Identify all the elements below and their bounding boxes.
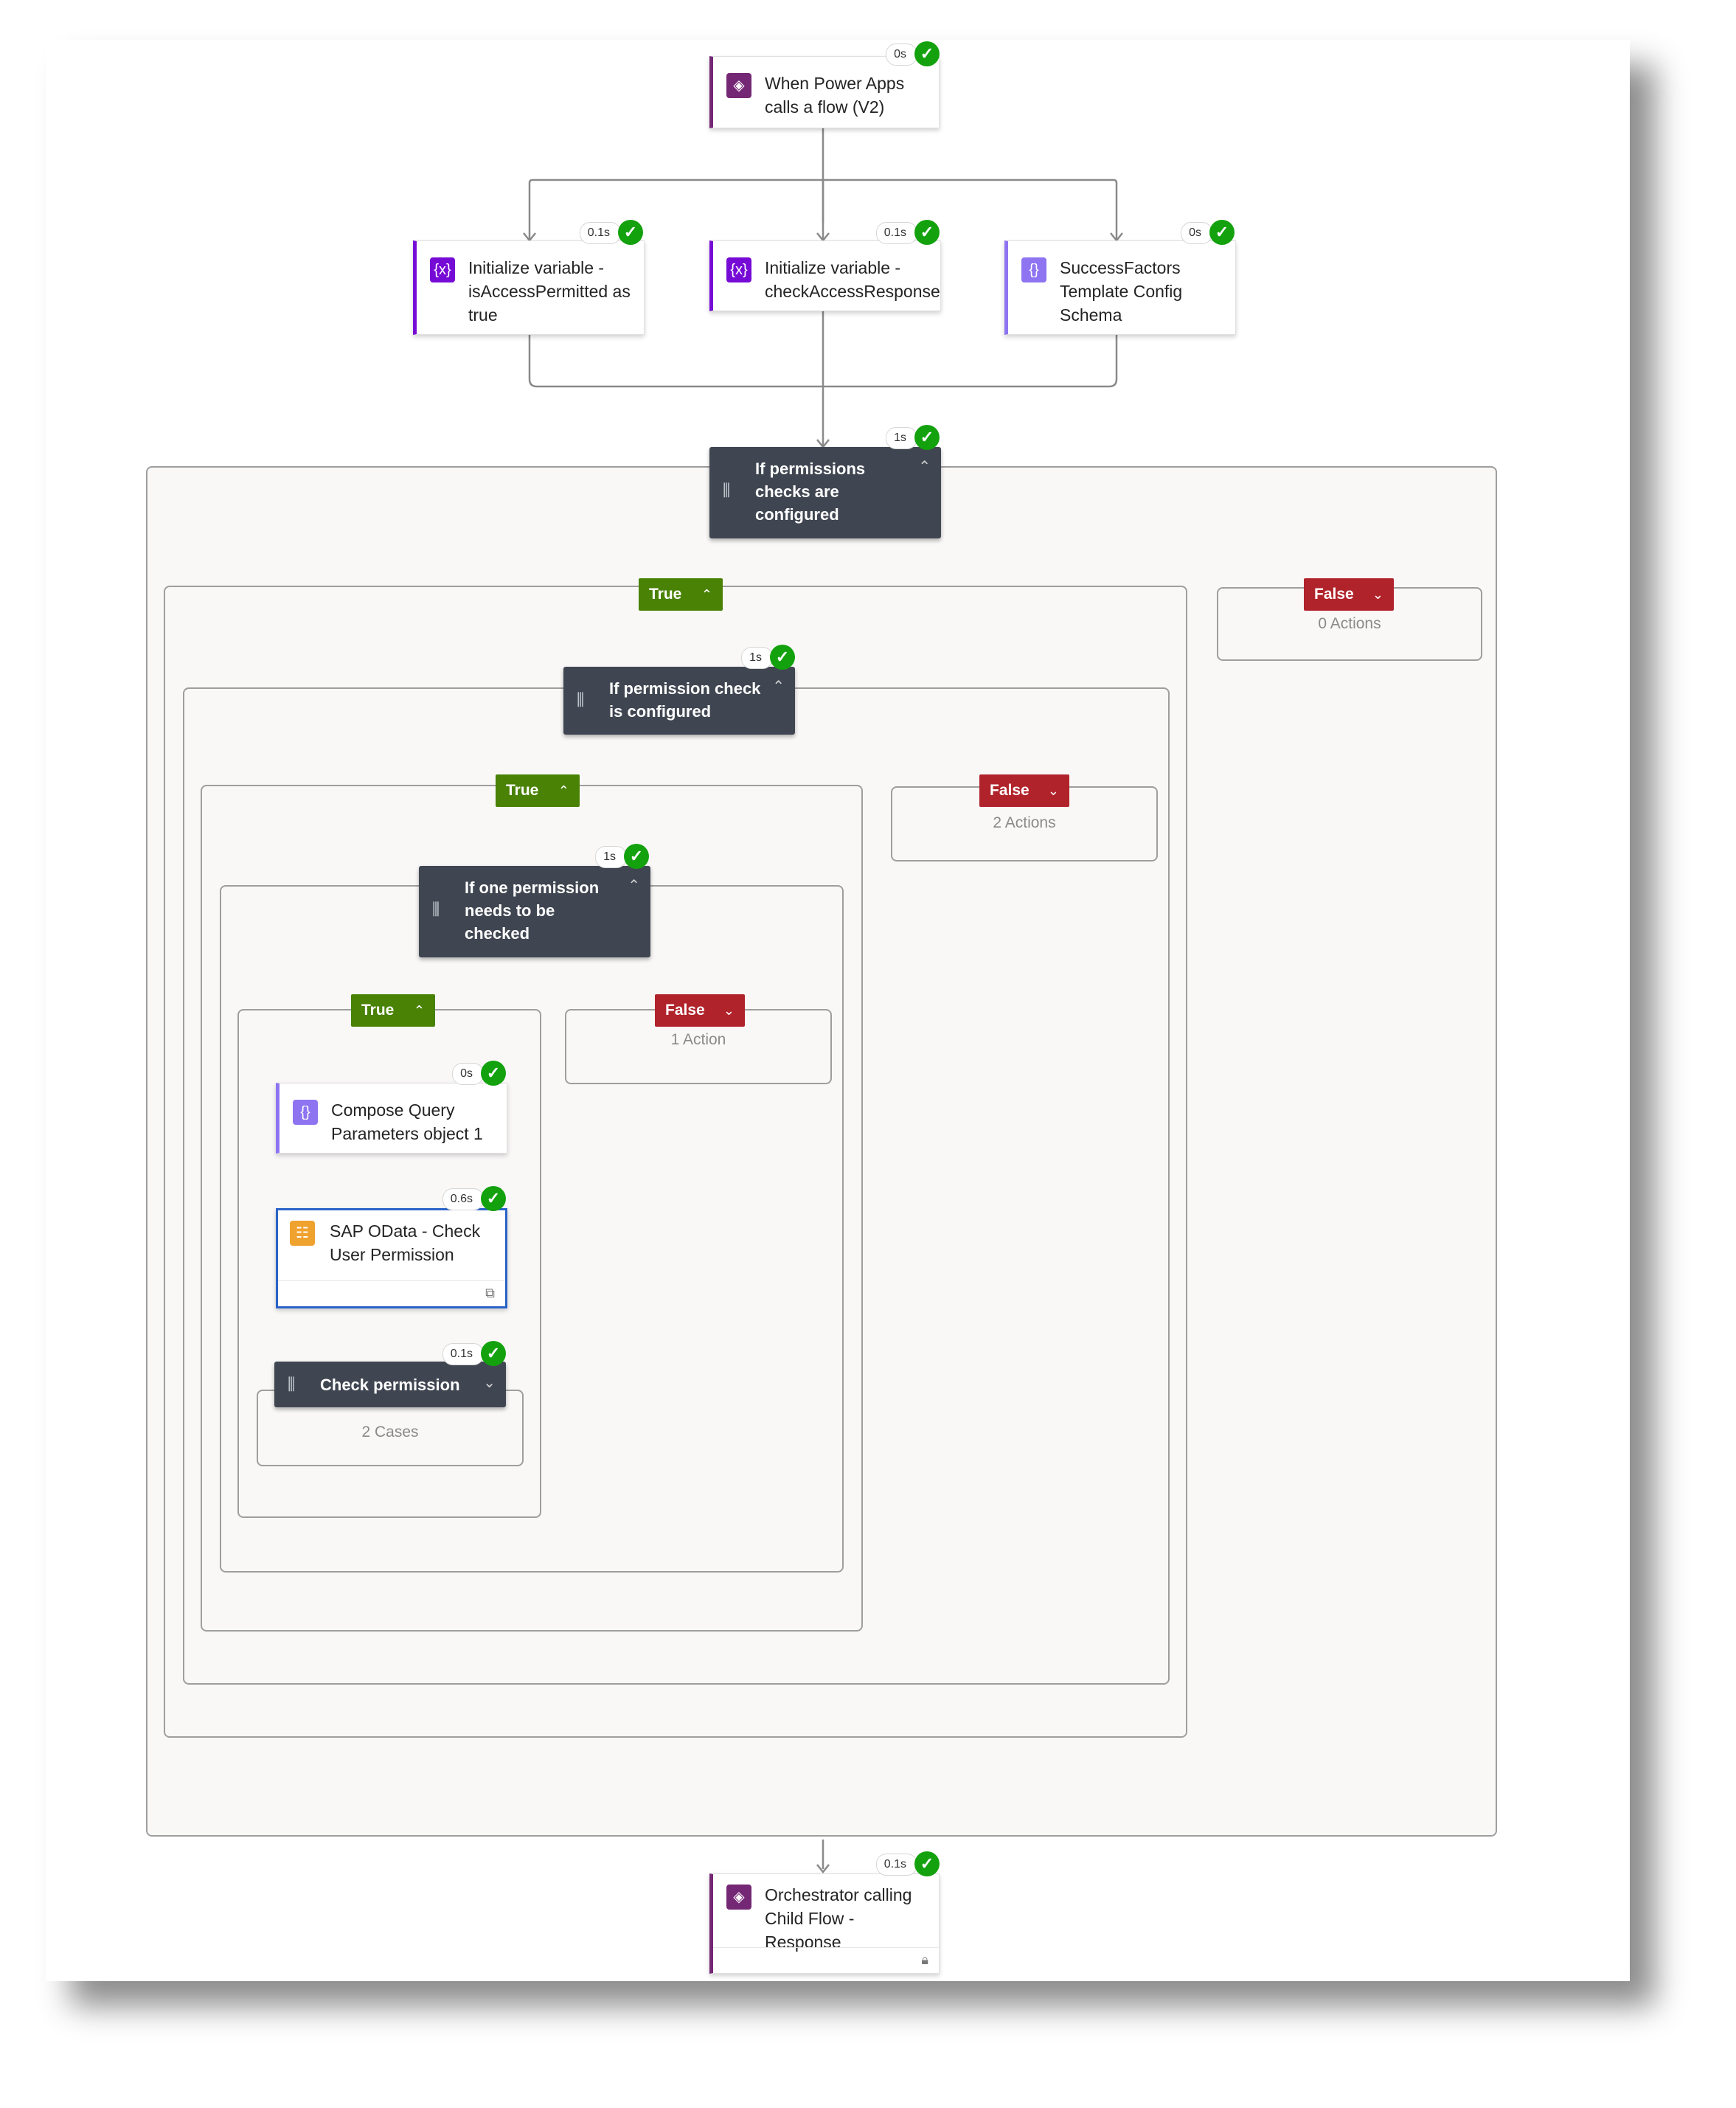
success-check-icon: ✓ [914,220,940,245]
variable-icon: {x} [430,257,455,282]
expand-chevron-icon[interactable]: ⌄ [723,1003,735,1018]
branch-false-one[interactable]: False ⌄ [655,994,745,1027]
switch-check-status: 0.1s ✓ [423,1341,506,1366]
expand-chevron-icon[interactable]: ⌄ [1047,783,1059,798]
compose-icon: {} [293,1100,318,1125]
switch-case-count: 2 Cases [361,1424,419,1440]
condition-icon: ⫼ [723,481,731,499]
success-check-icon: ✓ [624,844,649,869]
success-check-icon: ✓ [481,1061,506,1086]
branch-true-permissions[interactable]: True ⌃ [639,578,723,611]
variable-icon: {x} [726,257,751,282]
switch-icon: ⫼ [288,1375,296,1393]
condition-icon: ⫼ [577,690,585,709]
lock-icon: 🔒︎ [921,1952,928,1967]
response-status: 0.1s ✓ [857,1851,940,1876]
sap-odata-icon: ☷ [290,1221,315,1246]
card-footer: ⧉ [278,1280,505,1306]
collapse-chevron-icon[interactable]: ⌃ [701,587,712,602]
success-check-icon: ✓ [1209,220,1235,245]
compose-query-card[interactable]: {} Compose Query Parameters object 1 [276,1083,507,1154]
init-check-status: 0.1s ✓ [857,220,940,245]
condition-one-status: 1s ✓ [566,844,649,869]
success-check-icon: ✓ [914,425,940,450]
branch-false-permissions[interactable]: False ⌄ [1304,578,1394,611]
condition-one-permission[interactable]: ⫼ If one permission needs to be checked … [419,866,650,957]
response-card[interactable]: ◈ Orchestrator calling Child Flow - Resp… [709,1873,940,1974]
collapse-chevron-icon[interactable]: ⌃ [413,1003,425,1018]
condition-permissions-checks[interactable]: ⫼ If permissions checks are configured ⌃ [709,447,941,538]
false-one-action-count: 1 Action [670,1031,726,1048]
sap-odata-card[interactable]: ☷ SAP OData - Check User Permission ⧉ [276,1208,507,1308]
init-access-status: 0.1s ✓ [560,220,643,245]
trigger-status: 0s ✓ [857,41,940,66]
flow-designer-canvas: ◈ When Power Apps calls a flow (V2) 0s ✓… [46,40,1630,1981]
compose-query-status: 0s ✓ [423,1061,506,1086]
compose-icon: {} [1021,257,1046,282]
success-check-icon: ✓ [618,220,643,245]
link-icon[interactable]: ⧉ [485,1286,495,1300]
collapse-chevron-icon[interactable]: ⌃ [918,459,931,475]
success-check-icon: ✓ [481,1341,506,1366]
condition-permission-check[interactable]: ⫼ If permission check is configured ⌃ [563,667,795,735]
card-footer: 🔒︎ [713,1947,939,1973]
power-apps-icon: ◈ [726,73,751,98]
trigger-card[interactable]: ◈ When Power Apps calls a flow (V2) [709,56,940,128]
condition-permission-status: 1s ✓ [712,645,795,670]
success-check-icon: ✓ [914,1851,940,1876]
condition-permissions-status: 1s ✓ [857,425,940,450]
expand-chevron-icon[interactable]: ⌄ [1372,587,1383,602]
false-permission-action-count: 2 Actions [993,814,1056,831]
init-variable-check-access-card[interactable]: {x} Initialize variable - checkAccessRes… [709,240,941,311]
branch-true-permission[interactable]: True ⌃ [496,774,580,807]
collapse-chevron-icon[interactable]: ⌃ [628,878,640,894]
switch-check-permission[interactable]: ⫼ Check permission ⌄ [274,1362,506,1407]
false-permissions-action-count: 0 Actions [1318,615,1381,632]
collapse-chevron-icon[interactable]: ⌃ [558,783,569,798]
sap-odata-status: 0.6s ✓ [423,1186,506,1211]
sf-schema-status: 0s ✓ [1152,220,1235,245]
success-check-icon: ✓ [914,41,940,66]
power-apps-icon: ◈ [726,1885,751,1910]
collapse-chevron-icon[interactable]: ⌃ [772,679,785,695]
branch-true-one[interactable]: True ⌃ [351,994,435,1027]
expand-chevron-icon[interactable]: ⌄ [483,1375,496,1391]
condition-icon: ⫼ [432,900,440,918]
successfactors-schema-card[interactable]: {} SuccessFactors Template Config Schema [1004,240,1236,335]
success-check-icon: ✓ [770,645,795,670]
init-variable-access-permitted-card[interactable]: {x} Initialize variable - isAccessPermit… [413,240,645,335]
success-check-icon: ✓ [481,1186,506,1211]
branch-false-permission[interactable]: False ⌄ [979,774,1069,807]
